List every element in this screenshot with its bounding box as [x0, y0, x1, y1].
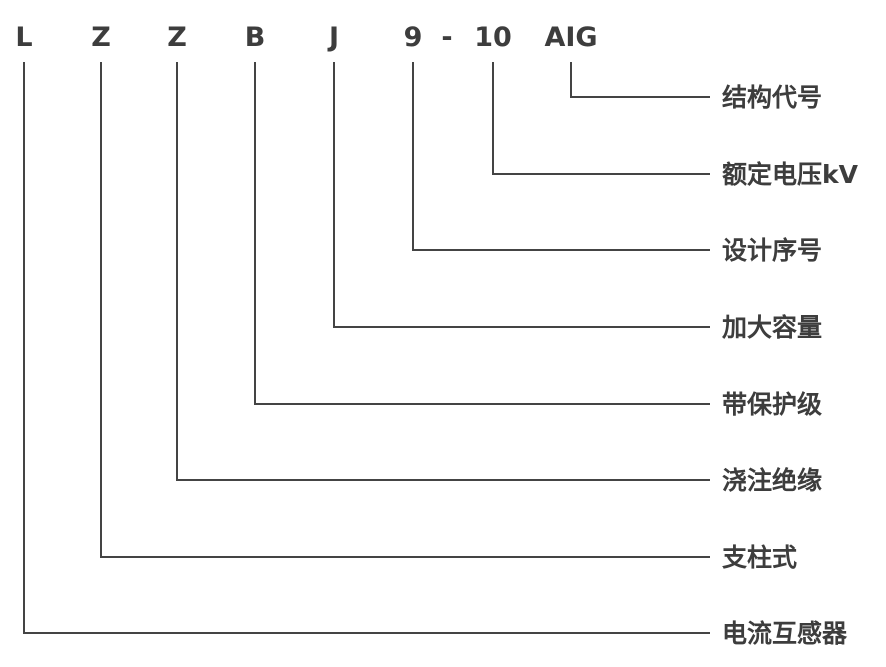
meaning-label-8: 电流互感器 — [722, 619, 848, 648]
leader-line-7 — [100, 62, 710, 558]
meaning-label-5: 带保护级 — [722, 390, 822, 419]
leader-line-1 — [570, 62, 710, 98]
code-part-2: Z — [91, 22, 111, 53]
code-part-5: J — [327, 22, 339, 53]
leader-line-2 — [492, 62, 710, 175]
leader-line-3 — [412, 62, 710, 251]
code-part-4: B — [245, 22, 266, 53]
code-part-8: 10 — [474, 22, 512, 53]
leader-line-8 — [23, 62, 710, 634]
meaning-label-2: 额定电压kV — [722, 160, 859, 189]
code-part-6: 9 — [404, 22, 423, 53]
leader-line-6 — [176, 62, 710, 481]
meaning-label-4: 加大容量 — [721, 313, 822, 342]
code-part-3: Z — [167, 22, 187, 53]
leader-line-4 — [333, 62, 710, 328]
leader-lines — [23, 62, 710, 634]
meaning-label-3: 设计序号 — [722, 236, 822, 265]
code-part-1: L — [15, 22, 32, 53]
meaning-label-6: 浇注绝缘 — [722, 466, 822, 495]
meaning-label-1: 结构代号 — [722, 83, 822, 112]
model-code-row: L Z Z B J 9-10 AIG — [15, 22, 597, 53]
code-part-7: - — [441, 22, 452, 53]
meaning-label-7: 支柱式 — [722, 543, 797, 572]
leader-line-5 — [254, 62, 710, 405]
code-part-9: AIG — [544, 22, 597, 53]
